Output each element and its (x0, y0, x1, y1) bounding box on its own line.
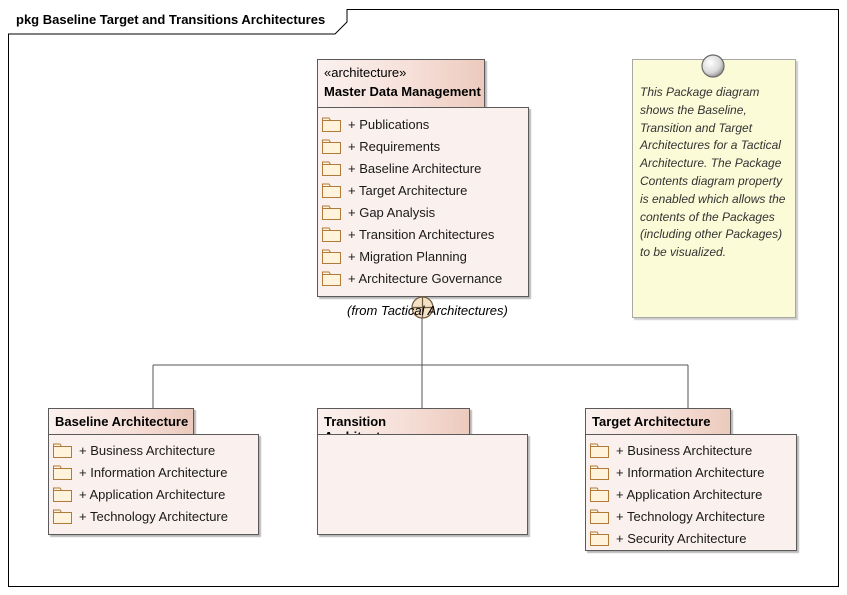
folder-icon (322, 205, 341, 220)
folder-icon (322, 271, 341, 286)
target-package-contents: + Business Architecture + Information Arc… (590, 439, 765, 549)
target-package-body[interactable]: + Business Architecture + Information Arc… (585, 434, 797, 551)
package-content-label: + Baseline Architecture (348, 160, 482, 176)
folder-icon (322, 117, 341, 132)
baseline-package-contents: + Business Architecture + Information Arc… (53, 439, 228, 527)
folder-icon (53, 487, 72, 502)
transition-package-body[interactable] (317, 434, 528, 535)
folder-icon (590, 443, 609, 458)
package-content-item[interactable]: + Technology Architecture (53, 505, 228, 527)
package-content-item[interactable]: + Application Architecture (590, 483, 765, 505)
package-content-label: + Requirements (348, 138, 441, 154)
package-content-label: + Transition Architectures (348, 226, 495, 242)
note-text: This Package diagram shows the Baseline,… (640, 85, 786, 260)
folder-icon (53, 465, 72, 480)
master-package-name: Master Data Management (324, 84, 481, 99)
package-content-item[interactable]: + Target Architecture (322, 179, 502, 201)
diagram-frame (8, 9, 839, 587)
folder-icon (322, 161, 341, 176)
package-content-item[interactable]: + Migration Planning (322, 245, 502, 267)
master-package-body[interactable]: + Publications + Requirements + Baseline A… (317, 107, 529, 297)
baseline-package-name: Baseline Architecture (55, 414, 189, 429)
target-package-tab[interactable]: Target Architecture (585, 408, 731, 435)
folder-icon (322, 249, 341, 264)
containment-icon (411, 296, 434, 319)
folder-icon (590, 509, 609, 524)
package-content-label: + Information Architecture (79, 464, 228, 480)
folder-icon (590, 487, 609, 502)
pin-icon (701, 54, 725, 78)
package-content-item[interactable]: + Baseline Architecture (322, 157, 502, 179)
target-package-name: Target Architecture (592, 414, 711, 429)
baseline-package-body[interactable]: + Business Architecture + Information Arc… (48, 434, 259, 535)
package-content-label: + Information Architecture (616, 464, 765, 480)
package-content-label: + Application Architecture (79, 486, 226, 502)
package-content-item[interactable]: + Information Architecture (590, 461, 765, 483)
master-package-contents: + Publications + Requirements + Baseline A… (322, 113, 502, 289)
package-content-item[interactable]: + Application Architecture (53, 483, 228, 505)
package-content-label: + Migration Planning (348, 248, 467, 264)
folder-icon (53, 509, 72, 524)
package-content-label: + Gap Analysis (348, 204, 436, 220)
package-content-item[interactable]: + Technology Architecture (590, 505, 765, 527)
folder-icon (590, 531, 609, 546)
package-content-label: + Target Architecture (348, 182, 468, 198)
package-content-label: + Technology Architecture (616, 508, 765, 524)
package-content-item[interactable]: + Security Architecture (590, 527, 765, 549)
master-package-stereotype: «architecture» (324, 65, 407, 80)
package-content-label: + Technology Architecture (79, 508, 228, 524)
package-content-label: + Publications (348, 116, 430, 132)
package-content-item[interactable]: + Gap Analysis (322, 201, 502, 223)
package-content-item[interactable]: + Architecture Governance (322, 267, 502, 289)
package-content-item[interactable]: + Requirements (322, 135, 502, 157)
package-content-item[interactable]: + Publications (322, 113, 502, 135)
package-content-item[interactable]: + Transition Architectures (322, 223, 502, 245)
folder-icon (322, 227, 341, 242)
package-content-label: + Application Architecture (616, 486, 763, 502)
baseline-package-tab[interactable]: Baseline Architecture (48, 408, 194, 435)
diagram-note[interactable]: This Package diagram shows the Baseline,… (632, 59, 796, 318)
transition-package-tab[interactable]: Transition Architectures (317, 408, 470, 444)
package-content-label: + Business Architecture (79, 442, 216, 458)
folder-icon (53, 443, 72, 458)
folder-icon (590, 465, 609, 480)
package-content-item[interactable]: + Information Architecture (53, 461, 228, 483)
package-content-label: + Architecture Governance (348, 270, 503, 286)
master-package-tab[interactable]: «architecture» Master Data Management (317, 59, 485, 108)
package-content-item[interactable]: + Business Architecture (590, 439, 765, 461)
master-package-origin: (from Tactical Architectures) (347, 303, 508, 318)
folder-icon (322, 183, 341, 198)
package-content-label: + Business Architecture (616, 442, 753, 458)
package-content-label: + Security Architecture (616, 530, 747, 546)
package-content-item[interactable]: + Business Architecture (53, 439, 228, 461)
folder-icon (322, 139, 341, 154)
